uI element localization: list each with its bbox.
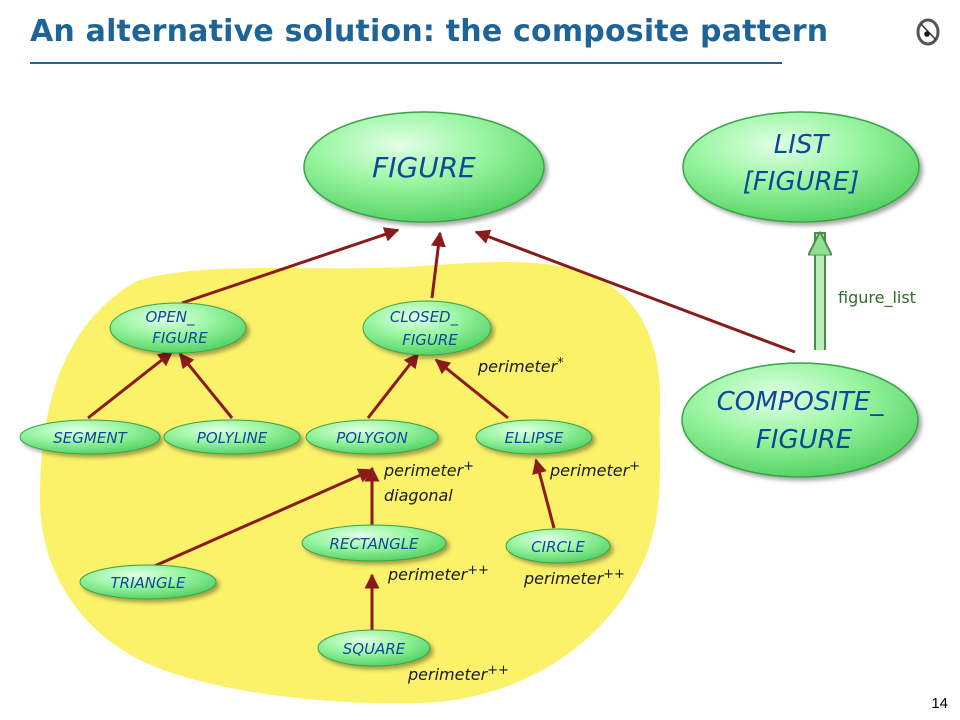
slide-number: 14 [931,695,948,712]
square-perimeter-annotation: perimeter++ [407,663,509,684]
open-figure-label-line2: FIGURE [152,329,208,347]
annotation-mark: ++ [467,563,489,578]
annotation-text: perimeter [523,569,605,588]
inherit-polyline-arrow [178,352,234,419]
inherit-polygon-arrow [366,352,420,419]
polygon-perimeter-annotation: perimeter+ [383,459,474,480]
closed-figure-label-line1: CLOSED_ [390,308,459,327]
composite-figure-node[interactable]: COMPOSITE_ FIGURE [681,362,919,478]
figure-node-label: FIGURE [372,151,476,184]
triangle-label: TRIANGLE [111,574,186,592]
annotation-mark: + [463,459,474,474]
annotation-mark: ++ [487,663,509,678]
rectangle-node[interactable]: RECTANGLE [301,524,447,562]
inherit-ellipse-arrow [434,358,509,420]
list-figure-label-line1: LIST [774,130,831,160]
annotation-mark: ++ [603,567,625,582]
inherit-circle-arrow [532,458,556,529]
annotation-text: perimeter [549,461,631,480]
inherit-triangle-arrow [149,468,374,570]
rectangle-label: RECTANGLE [329,535,419,553]
square-node[interactable]: SQUARE [317,629,431,667]
title-underline [30,62,782,64]
triangle-node[interactable]: TRIANGLE [79,564,217,600]
inherit-composite-figure-arrow [474,229,796,354]
segment-node[interactable]: SEGMENT [19,419,161,455]
annotation-text: perimeter [383,461,465,480]
figure-node[interactable]: FIGURE [303,111,545,223]
inherit-open-figure-arrow [181,227,400,305]
circle-perimeter-annotation: perimeter++ [523,567,625,588]
polyline-label: POLYLINE [197,429,268,447]
annotation-text: perimeter [387,565,469,584]
inheritance-arrows [87,227,796,630]
annotation-mark: + [629,459,640,474]
circle-label: CIRCLE [531,538,585,556]
inherit-closed-figure-arrow [430,231,446,299]
circle-node[interactable]: CIRCLE [505,528,611,564]
inherit-segment-arrow [87,350,174,420]
ellipse-node[interactable]: ELLIPSE [475,419,593,455]
ellipse-label: ELLIPSE [505,429,564,447]
annotation-text: perimeter [407,665,489,684]
slide-title: An alternative solution: the composite p… [30,14,829,49]
figure-list-label: figure_list [838,288,916,308]
list-figure-label-line2: [FIGURE] [743,167,860,197]
closed-figure-label-line2: FIGURE [402,331,458,349]
polygon-node[interactable]: POLYGON [305,419,439,455]
composite-figure-label-line1: COMPOSITE_ [717,387,885,417]
polygon-label: POLYGON [336,429,408,447]
ellipse-perimeter-annotation: perimeter+ [549,459,640,480]
square-label: SQUARE [343,640,406,658]
open-figure-node[interactable]: OPEN_ FIGURE [109,302,247,354]
composite-figure-label-line2: FIGURE [756,425,853,455]
closed-figure-perimeter-annotation: perimeter* [477,356,564,376]
eiffel-logo [916,18,940,46]
polygon-diagonal-annotation: diagonal [384,486,453,505]
rectangle-perimeter-annotation: perimeter++ [387,563,489,584]
annotation-mark: * [557,356,564,371]
polyline-node[interactable]: POLYLINE [163,419,301,455]
annotation-text: perimeter [477,357,559,376]
open-figure-label-line1: OPEN_ [145,308,195,327]
closed-figure-node[interactable]: CLOSED_ FIGURE [362,300,492,356]
list-figure-node[interactable]: LIST [FIGURE] [682,111,920,223]
segment-label: SEGMENT [53,429,128,447]
